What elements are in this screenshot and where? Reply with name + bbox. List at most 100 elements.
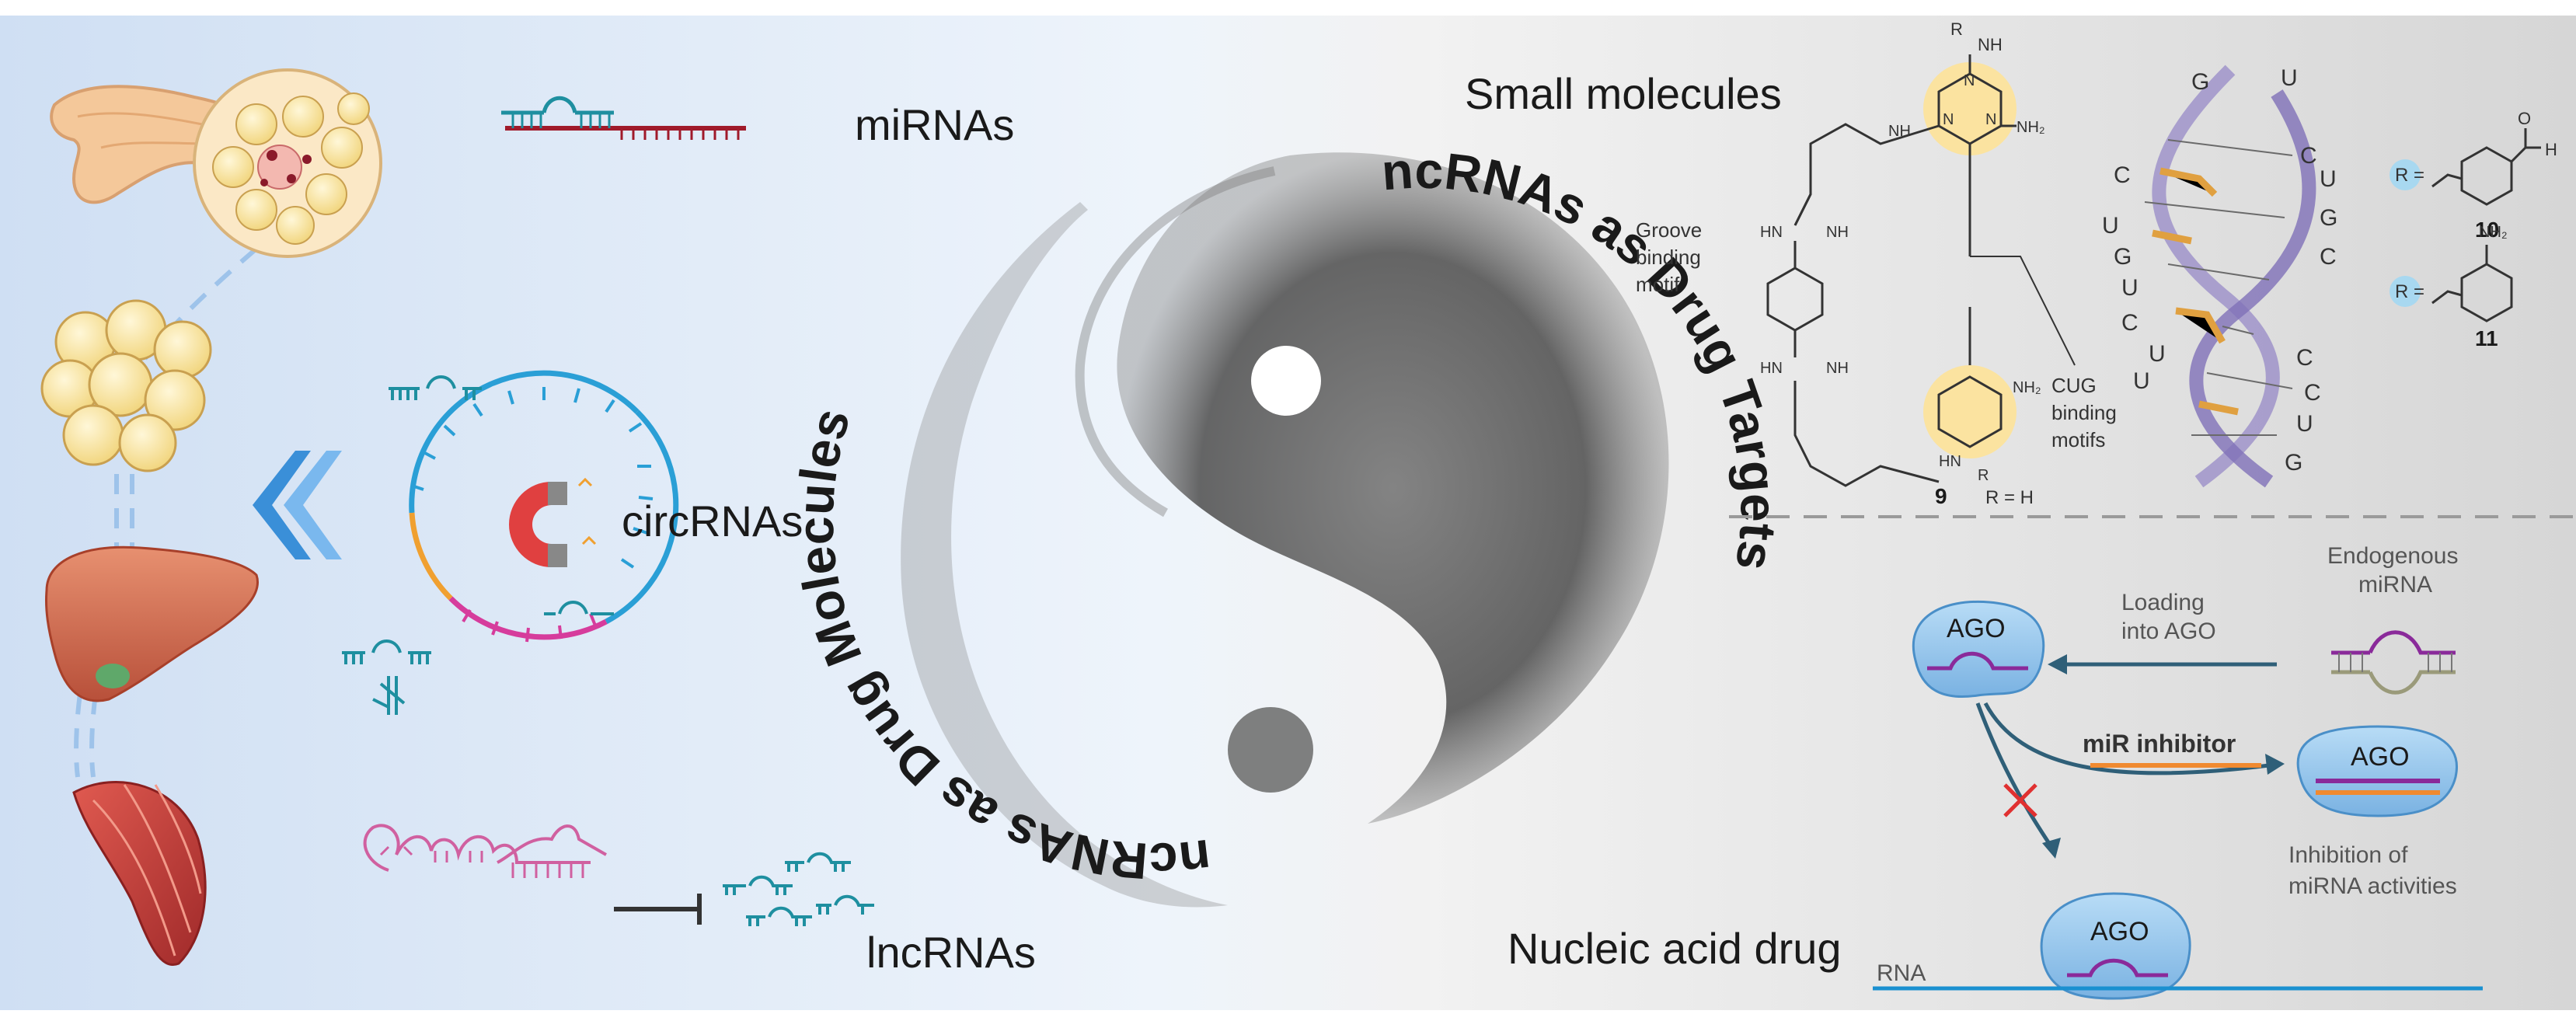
cug-label-3: motifs <box>2051 428 2105 451</box>
helix-base-16: G <box>2285 450 2302 476</box>
cug-label-2: binding <box>2051 401 2117 424</box>
left-panel: miRNAs circRNAs <box>40 68 1036 977</box>
helix-base-1: U <box>2281 65 2298 91</box>
muscle-icon <box>72 781 207 966</box>
mirna-duplex-icon <box>501 96 746 140</box>
cug-label-1: CUG <box>2051 374 2097 397</box>
loading-arrowhead <box>2048 654 2067 674</box>
compound-11-label: 11 <box>2475 326 2498 350</box>
loading-label-1: Loading <box>2121 590 2205 615</box>
top-n-label-2: N <box>1943 111 1954 128</box>
compound-10-label: 10 <box>2475 218 2499 242</box>
circrna-icon <box>342 370 679 715</box>
ago-label-1: AGO <box>1947 614 2006 643</box>
inhibition-arrow <box>614 894 702 925</box>
rna-helix-structure <box>2144 64 2316 488</box>
triazine-ring-bottom <box>1937 375 2003 448</box>
liver-icon <box>45 545 259 702</box>
helix-base-2: C <box>2300 143 2317 169</box>
compound-11-nh2: NH₂ <box>2479 224 2508 241</box>
ago-loaded-guide <box>1927 651 2028 671</box>
lncrnas-label: lncRNAs <box>866 928 1036 977</box>
mir-inhibitor-label: miR inhibitor <box>2083 730 2236 758</box>
r-equals-h-label: R = H <box>1985 487 2034 508</box>
circrnas-label: circRNAs <box>622 497 803 545</box>
compound-10-h: H <box>2545 140 2557 159</box>
top-nh2-label: NH₂ <box>2017 119 2045 136</box>
compound-9-label: 9 <box>1935 484 1947 508</box>
groove-label-3: motif <box>1636 273 1680 296</box>
blocked-cross-icon <box>2003 783 2037 817</box>
benzene-links <box>1793 193 1812 357</box>
loading-label-2: into AGO <box>2121 619 2216 644</box>
helix-base-5: G <box>2320 205 2337 231</box>
helix-base-9: U <box>2121 275 2139 301</box>
helix-base-15: U <box>2296 411 2313 437</box>
ink-brush-arc <box>901 202 1228 908</box>
inhibition-label-2: miRNA activities <box>2288 873 2457 899</box>
islet-cells-icon <box>193 68 382 258</box>
helix-base-8: C <box>2320 244 2337 270</box>
top-n-label-3: N <box>1985 111 1996 128</box>
lower-chain <box>1793 381 1940 487</box>
compound-10-structure <box>2390 128 2541 206</box>
chevron-left-icon <box>253 451 342 559</box>
helix-base-10: C <box>2121 310 2139 336</box>
ink-yinyang-tail <box>1075 166 1276 517</box>
rna-label: RNA <box>1877 960 1926 986</box>
yinyang-eye-dark <box>1228 707 1313 793</box>
inhibition-label-1: Inhibition of <box>2288 842 2408 868</box>
compound-10-o: O <box>2518 109 2531 128</box>
helix-base-6: U <box>2102 213 2119 239</box>
nucleic-acid-section: Endogenous miRNA Loading into AGO AGO mi… <box>1508 543 2483 1000</box>
compound-11-structure <box>2390 245 2513 322</box>
bottom-hn-label: HN <box>1939 453 1961 470</box>
compound-11-r-equals: R = <box>2395 281 2424 302</box>
helix-base-12: C <box>2296 345 2313 371</box>
cug-pointer <box>1970 256 2076 366</box>
endogenous-label-1: Endogenous <box>2327 543 2459 569</box>
inhibition-arrowhead <box>2265 754 2285 775</box>
small-molecules-heading: Small molecules <box>1465 69 1782 118</box>
adipose-tissue-icon <box>40 299 212 472</box>
bottom-r-label: R <box>1978 467 1989 484</box>
ago-rna-guide <box>2067 958 2168 977</box>
ago-label-3: AGO <box>2090 917 2149 946</box>
blocked-arrowhead <box>2042 838 2061 859</box>
groove-label-2: binding <box>1636 246 1701 269</box>
nh-label-2: NH <box>1826 360 1849 377</box>
helix-base-14: C <box>2304 380 2321 406</box>
mirnas-label: miRNAs <box>855 100 1014 149</box>
hn-label-2: HN <box>1760 360 1783 377</box>
ink-yinyang <box>1117 152 1669 824</box>
top-n-label-1: N <box>1964 72 1975 89</box>
nucleic-acid-heading: Nucleic acid drug <box>1508 924 1842 973</box>
top-nh-label: NH <box>1978 35 2003 54</box>
triazine-highlight <box>1923 62 2017 155</box>
endogenous-label-2: miRNA <box>2358 572 2432 598</box>
ago-complex-on-rna <box>2040 892 2191 1000</box>
helix-base-4: C <box>2114 162 2131 188</box>
bottom-nh2-label: NH₂ <box>2013 379 2041 396</box>
ago-complex-loaded <box>1912 600 2045 699</box>
helix-base-0: G <box>2191 69 2209 95</box>
triazine-highlight-bottom <box>1923 365 2017 458</box>
nh-label-1: NH <box>1826 224 1849 241</box>
pathway-arrow-inhibition <box>1983 702 2270 775</box>
linker-chain <box>1793 54 2017 412</box>
yinyang-eye-light <box>1251 346 1321 416</box>
small-molecules-section: Small molecules NH R NH₂ N N N NH HN NH … <box>1465 19 2557 508</box>
top-r-label: R <box>1950 19 1963 39</box>
helix-base-11: U <box>2149 341 2166 367</box>
ago-label-2: AGO <box>2351 742 2410 772</box>
endogenous-mirna-icon <box>2331 630 2456 695</box>
groove-label-1: Groove <box>1636 218 1702 242</box>
helix-base-7: G <box>2114 244 2132 270</box>
pathway-arrow-blocked <box>1975 702 2054 849</box>
helix-base-13: U <box>2133 368 2150 394</box>
helix-base-3: U <box>2320 166 2337 192</box>
lncrna-icon <box>363 824 607 878</box>
hn-label-1: HN <box>1760 224 1783 241</box>
compound-10-r-equals: R = <box>2395 165 2424 186</box>
